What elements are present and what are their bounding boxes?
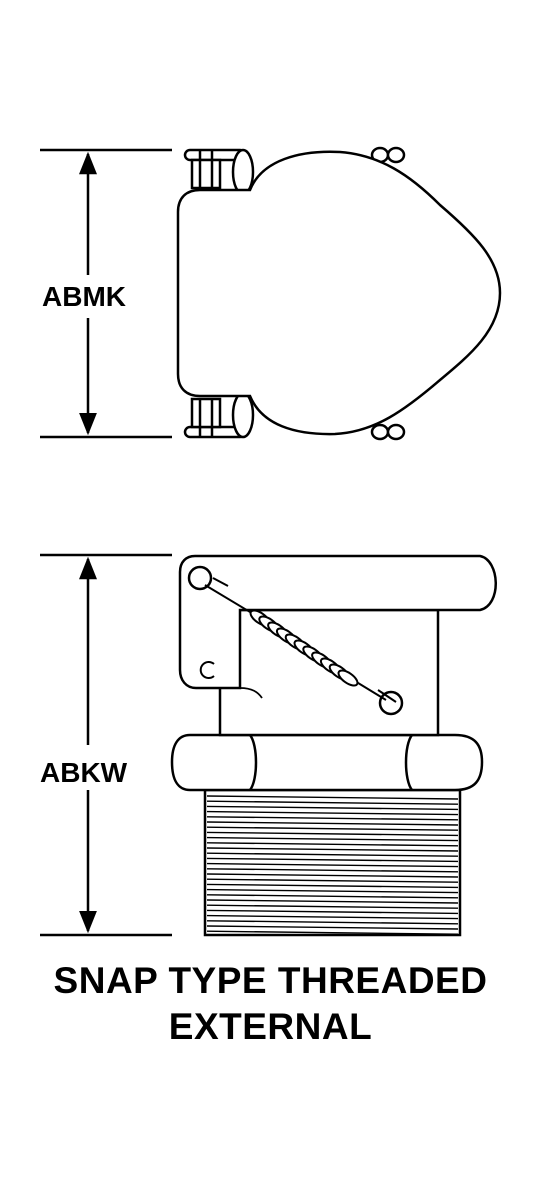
thread-line <box>206 868 459 873</box>
thread-line <box>206 795 459 800</box>
thread-line <box>206 883 459 889</box>
thread-line <box>206 857 459 863</box>
thread-line <box>206 821 459 826</box>
cap-outline <box>176 150 502 436</box>
thread-line <box>206 800 459 805</box>
thread-line <box>206 920 459 925</box>
bottom-dimension <box>40 553 172 937</box>
cap-top-view <box>176 146 502 441</box>
thread-line <box>206 894 459 899</box>
pivot-upper <box>187 565 213 591</box>
thread-line <box>206 852 459 857</box>
spring-coils <box>249 609 359 687</box>
thread-line <box>206 831 459 837</box>
thread-line <box>206 805 459 811</box>
thread-line <box>206 930 459 935</box>
hinge-top <box>183 146 406 196</box>
thread-line <box>206 836 459 842</box>
cap-lever <box>178 554 497 690</box>
pivot-lower <box>378 690 404 716</box>
thread-line <box>206 842 459 847</box>
spring-coil <box>337 669 359 687</box>
hex-nut <box>170 733 484 792</box>
thread-line <box>206 847 459 852</box>
thread-line <box>206 914 459 920</box>
body-cylinder <box>218 608 440 737</box>
caption-line-2: EXTERNAL <box>168 1006 373 1047</box>
thread-line <box>206 826 459 831</box>
clip-c <box>199 661 215 679</box>
cap-side-view <box>170 554 497 937</box>
thread-line <box>206 904 459 909</box>
thread-line <box>206 899 459 904</box>
thread-line <box>206 925 459 930</box>
top-dimension <box>40 148 172 439</box>
diagram-caption: SNAP TYPE THREADED EXTERNAL <box>0 958 541 1050</box>
thread-line <box>206 862 459 868</box>
thread-line <box>206 816 459 821</box>
thread-line <box>206 909 459 915</box>
thread-line <box>206 810 459 816</box>
caption-line-1: SNAP TYPE THREADED <box>53 960 488 1001</box>
thread-line <box>206 873 459 878</box>
bottom-dimension-label: ABKW <box>40 757 128 788</box>
thread-line <box>206 888 459 894</box>
top-dimension-label: ABMK <box>42 281 126 312</box>
thread-line <box>206 878 459 883</box>
thread-lines <box>206 795 459 935</box>
hinge-bottom <box>183 391 406 441</box>
